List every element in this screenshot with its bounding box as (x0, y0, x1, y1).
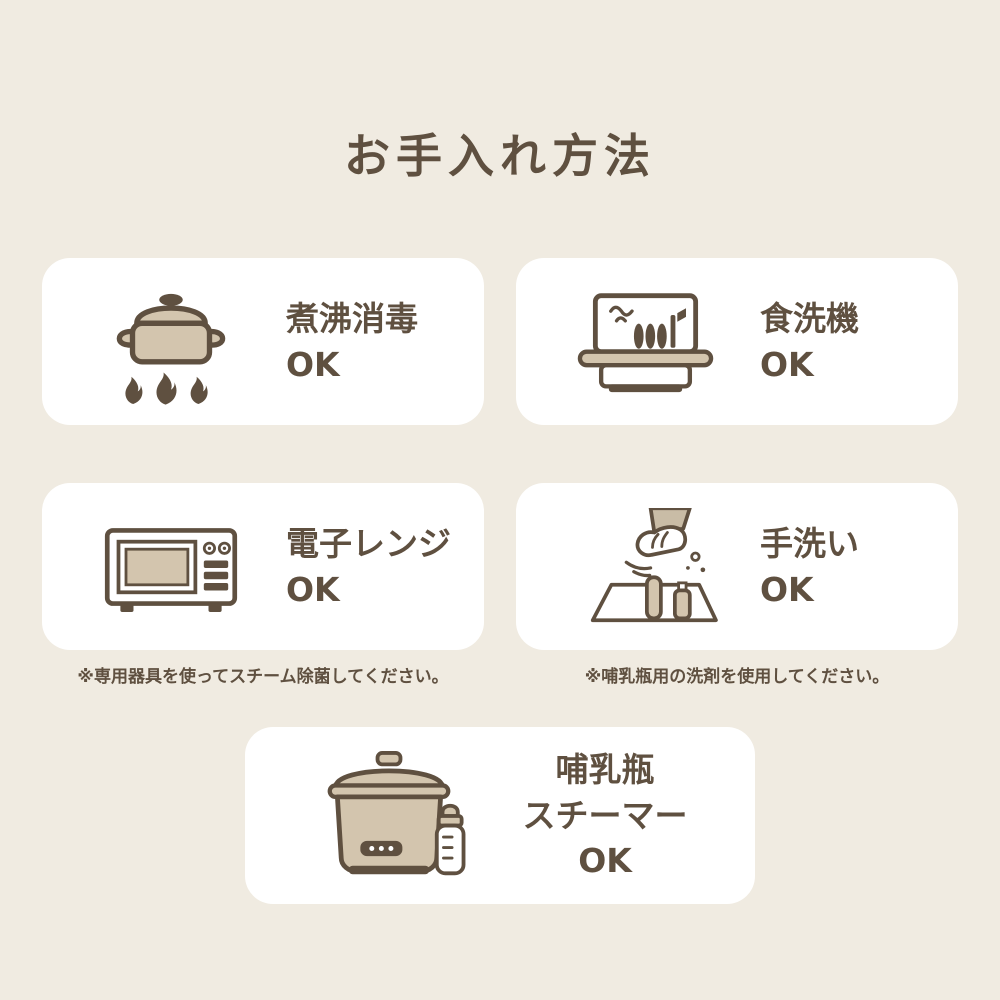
card-label: 食洗機 (760, 298, 859, 338)
hand-wash-icon (540, 507, 750, 626)
bottle-steamer-icon (269, 749, 509, 883)
card-hand-wash: 手洗い OK (516, 483, 958, 650)
card-microwave: 電子レンジ OK (42, 483, 484, 650)
page-title: お手入れ方法 (344, 129, 656, 183)
card-label: 電子レンジ (286, 523, 451, 563)
pot-boiling-icon (66, 272, 276, 411)
card-status: OK (760, 569, 814, 609)
card-dishwasher: 食洗機 OK (516, 258, 958, 425)
card-status: OK (286, 569, 340, 609)
dishwasher-icon (540, 288, 750, 396)
microwave-icon (66, 519, 276, 615)
footnote-bottle-detergent: ※哺乳瓶用の洗剤を使用してください。 (584, 667, 890, 687)
card-status: OK (760, 344, 814, 384)
card-bottle-steamer: 哺乳瓶 スチーマー OK (245, 727, 755, 904)
card-boil-sterilization: 煮沸消毒 OK (42, 258, 484, 425)
card-label-line2: スチーマー (522, 795, 688, 835)
card-label: 煮沸消毒 (286, 298, 418, 338)
footnote-steam-sterilize: ※専用器具を使ってスチーム除菌してください。 (77, 667, 449, 687)
card-status: OK (286, 344, 340, 384)
card-label: 手洗い (760, 523, 859, 563)
card-status: OK (578, 841, 632, 881)
card-label-line1: 哺乳瓶 (555, 750, 655, 790)
